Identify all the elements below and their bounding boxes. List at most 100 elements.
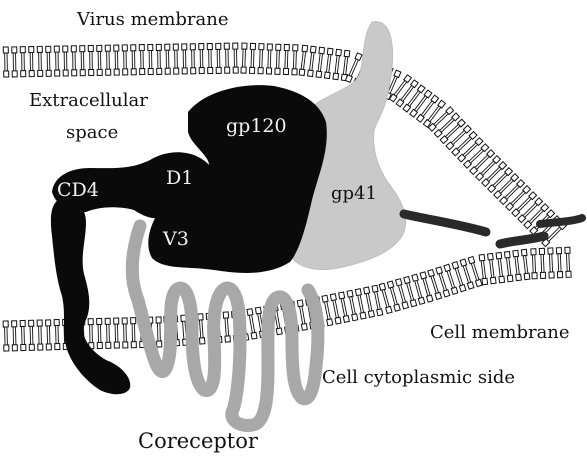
virus-lipid [199, 44, 205, 74]
virus-lipid [122, 45, 128, 75]
cell-lipid [198, 314, 205, 344]
virus-lipid [88, 45, 94, 75]
virus-lipid [470, 150, 495, 175]
gp120-label: gp120 [226, 116, 287, 136]
cd4-stalk [51, 200, 130, 395]
cell-lipid [247, 309, 257, 339]
virus-lipid [173, 44, 179, 74]
virus-lipid [299, 45, 308, 75]
virus-lipid [458, 138, 483, 162]
virus-lipid [417, 95, 439, 122]
virus-lipid [71, 46, 77, 76]
virus-lipid [500, 180, 525, 205]
virus-lipid [216, 43, 222, 73]
virus-lipid [3, 47, 9, 77]
virus-lipid [97, 45, 103, 75]
virus-lipid [440, 119, 465, 143]
virus-lipid [476, 156, 501, 181]
virus-lipid [275, 44, 281, 74]
v3-label: V3 [163, 229, 189, 249]
cell-lipid [556, 248, 562, 278]
virus-lipid [518, 198, 543, 223]
virus-lipid [333, 49, 342, 79]
virus-lipid [494, 174, 519, 199]
virus-lipid [131, 45, 137, 75]
cytoplasmic-side-label: Cell cytoplasmic side [322, 368, 515, 388]
gp41-tail-lower [500, 236, 544, 244]
cell-lipid [37, 320, 43, 350]
virus-lipid [410, 90, 432, 117]
cell-lipid [496, 252, 505, 282]
virus-lipid [207, 43, 213, 73]
cell-lipid [488, 253, 497, 283]
virus-lipid [308, 46, 317, 76]
virus-lipid [403, 85, 425, 112]
virus-lipid [114, 45, 120, 75]
virus-lipid [20, 47, 26, 77]
virus-lipid [224, 43, 230, 73]
virus-lipid [182, 44, 188, 74]
cell-lipid [521, 249, 530, 279]
virus-lipid [37, 46, 43, 76]
cell-lipid [105, 318, 111, 348]
cell-lipid [131, 318, 137, 348]
virus-lipid [29, 47, 35, 77]
cell-lipid [156, 317, 162, 347]
gp41-tail-end [540, 218, 582, 224]
cell-lipid [54, 320, 60, 350]
virus-lipid [396, 80, 418, 107]
coreceptor-label: Coreceptor [138, 431, 258, 451]
virus-lipid [241, 43, 247, 73]
cell-lipid [513, 250, 522, 280]
d1-label: D1 [166, 168, 193, 188]
cell-lipid [97, 318, 103, 348]
virus-lipid [250, 43, 256, 73]
virus-lipid [482, 162, 507, 187]
virus-lipid [488, 168, 513, 193]
gp41-label: gp41 [331, 184, 377, 204]
virus-lipid [105, 45, 111, 75]
cell-lipid [20, 320, 26, 350]
cell-lipid [88, 319, 94, 349]
virus-lipid [266, 44, 272, 74]
virus-lipid [283, 44, 289, 74]
space-label: space [66, 123, 118, 143]
virus-lipid [506, 186, 531, 211]
virus-lipid [54, 46, 60, 76]
virus-lipid [446, 125, 471, 149]
cell-lipid [297, 300, 307, 330]
virus-lipid [324, 48, 333, 78]
virus-lipid [80, 46, 86, 76]
virus-lipid [165, 44, 171, 74]
cell-lipid [12, 321, 18, 351]
virus-lipid [258, 44, 264, 74]
cell-lipid [223, 312, 230, 342]
cell-lipid [539, 248, 545, 278]
cell-lipid [114, 318, 120, 348]
cell-lipid [504, 251, 513, 281]
cell-lipid [565, 247, 571, 277]
virus-lipid [512, 192, 537, 217]
gp41-tail-upper [404, 214, 486, 232]
cell-lipid [531, 249, 537, 279]
virus-lipid [156, 44, 162, 74]
virus-lipid [139, 45, 145, 75]
virus-lipid [233, 43, 239, 73]
virus-lipid [63, 46, 69, 76]
virus-lipid [452, 132, 477, 156]
virus-lipid [148, 44, 154, 74]
virus-lipid [292, 45, 298, 75]
virus-lipid [46, 46, 52, 76]
cell-lipid [29, 320, 35, 350]
virus-lipid [434, 113, 459, 137]
virus-lipid [316, 47, 325, 77]
cd4-label: CD4 [57, 180, 99, 200]
cell-lipid [548, 248, 554, 278]
cell-membrane-label: Cell membrane [430, 323, 570, 343]
extracellular-label: Extracellular [29, 91, 148, 111]
virus-lipid [12, 47, 18, 77]
cell-lipid [3, 321, 9, 351]
cell-lipid [122, 318, 128, 348]
